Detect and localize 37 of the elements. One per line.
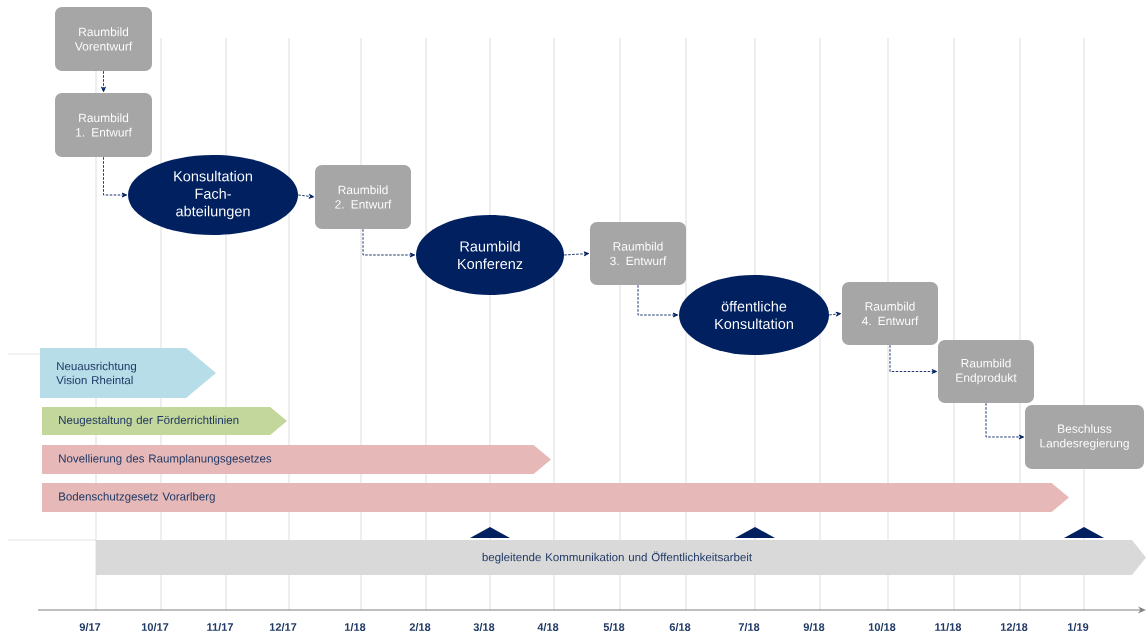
timeline-bar: Neuausrichtung Vision Rheintal bbox=[40, 348, 216, 398]
timeline-bar: Bodenschutzgesetz Vorarlberg bbox=[42, 483, 1069, 512]
axis-label: 5/18 bbox=[603, 622, 625, 632]
arrow bbox=[297, 193, 315, 199]
axis-label: 1/18 bbox=[345, 622, 366, 632]
axis-label: 3/18 bbox=[473, 622, 495, 632]
process-box: Raumbild 1. Entwurf bbox=[55, 93, 152, 157]
arrow bbox=[889, 344, 938, 374]
axis-label: 7/18 bbox=[738, 622, 760, 632]
arrow bbox=[637, 284, 679, 318]
arrow bbox=[828, 311, 842, 317]
axis-label: 9/17 bbox=[79, 622, 101, 632]
process-box: Beschluss Landesregierung bbox=[1025, 405, 1144, 469]
axis-label: 6/18 bbox=[669, 622, 691, 632]
timeline-bar: Neugestaltung der Förderrichtlinien bbox=[42, 407, 287, 435]
axis-label: 10/18 bbox=[868, 622, 896, 632]
axis-label: 10/17 bbox=[141, 622, 169, 632]
timeline-bar: begleitende Kommunikation und Öffentlichkeitsarbeit bbox=[96, 540, 1146, 575]
axis-label: 2/18 bbox=[409, 622, 431, 632]
process-box: Raumbild Vorentwurf bbox=[55, 7, 152, 71]
axis-label: 1/19 bbox=[1068, 622, 1089, 632]
arrow bbox=[103, 156, 128, 198]
axis-label: 12/18 bbox=[1000, 622, 1028, 632]
axis-label: 12/17 bbox=[269, 622, 297, 632]
arrow bbox=[563, 251, 590, 257]
process-box: Raumbild 4. Entwurf bbox=[842, 282, 938, 345]
axis-label: 11/18 bbox=[935, 622, 962, 632]
axis-label: 4/18 bbox=[537, 622, 559, 632]
arrow bbox=[985, 402, 1025, 440]
timeline-bar: Novellierung des Raumplanungsgesetzes bbox=[42, 445, 551, 474]
process-box: Raumbild Endprodukt bbox=[938, 340, 1034, 403]
axis-label: 11/17 bbox=[207, 622, 233, 632]
process-box: Raumbild 2. Entwurf bbox=[315, 165, 411, 229]
arrow bbox=[101, 70, 106, 93]
process-box: Raumbild 3. Entwurf bbox=[590, 222, 686, 285]
axis-label: 9/18 bbox=[803, 622, 825, 632]
arrow bbox=[362, 228, 416, 258]
